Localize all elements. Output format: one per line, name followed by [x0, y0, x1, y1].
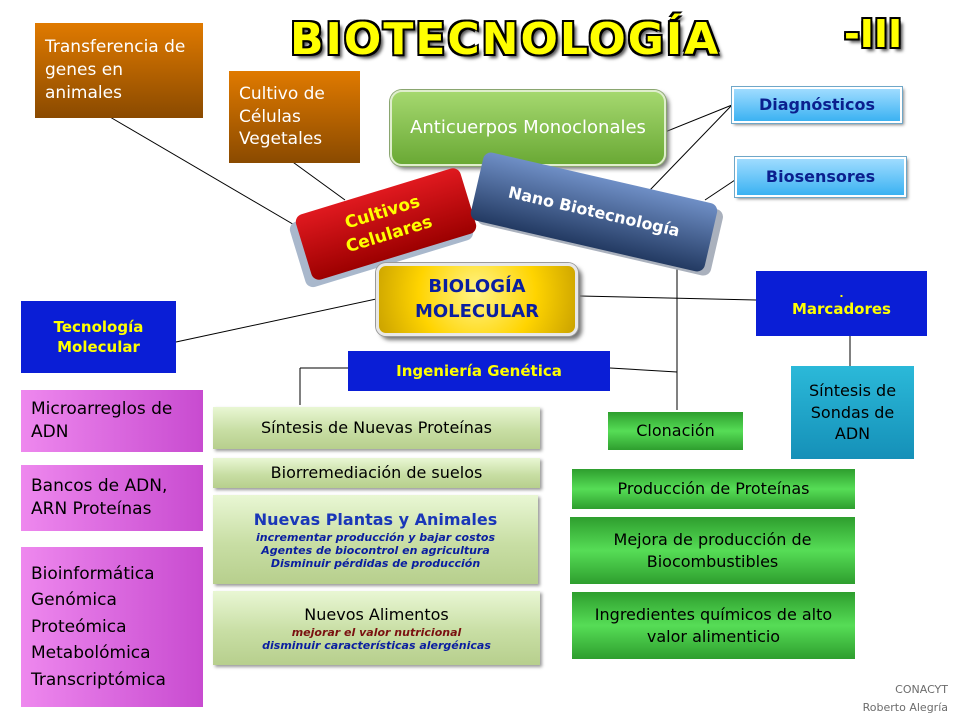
nuevas-plantas-sub: Agentes de biocontrol en agricultura	[261, 543, 490, 557]
omicas-item: Bioinformática	[31, 564, 155, 585]
page-title-suffix: -III	[844, 12, 903, 56]
microarreglos-box: Microarreglos de ADN	[21, 390, 203, 452]
nuevos-alimentos-title: Nuevos Alimentos	[304, 605, 449, 625]
marcadores-box: . Marcadores	[756, 271, 927, 336]
omicas-item: Metabolómica	[31, 643, 151, 664]
credit-org: CONACYT	[895, 683, 948, 696]
nuevas-plantas-title: Nuevas Plantas y Animales	[253, 509, 498, 529]
anticuerpos-monoclonales-box: Anticuerpos Monoclonales	[390, 90, 666, 166]
nuevos-alimentos-box: Nuevos Alimentos mejorar el valor nutric…	[213, 591, 540, 665]
sintesis-proteinas-box: Síntesis de Nuevas Proteínas	[213, 407, 540, 449]
nuevos-alimentos-sub: disminuir características alergénicas	[262, 638, 491, 652]
transferencia-genes-box: Transferencia de genes en animales	[35, 23, 203, 118]
diagnosticos-button: Diagnósticos	[732, 87, 902, 123]
ingredientes-box: Ingredientes químicos de alto valor alim…	[572, 592, 855, 659]
marcadores-dot: .	[839, 286, 844, 300]
produccion-proteinas-box: Producción de Proteínas	[572, 469, 855, 509]
omicas-item: Genómica	[31, 590, 117, 611]
nuevas-plantas-sub: incrementar producción y bajar costos	[255, 530, 496, 544]
omicas-item: Transcriptómica	[31, 669, 166, 690]
omicas-item: Proteómica	[31, 616, 127, 637]
biorremediacion-box: Biorremediación de suelos	[213, 458, 540, 488]
biosensores-button: Biosensores	[735, 157, 906, 197]
marcadores-label: Marcadores	[791, 299, 891, 318]
biologia-molecular-box: BIOLOGÍA MOLECULAR	[376, 263, 578, 336]
nuevas-plantas-sub: Disminuir pérdidas de producción	[270, 556, 481, 570]
nuevos-alimentos-sub: mejorar el valor nutricional	[291, 625, 462, 639]
sintesis-sondas-box: Síntesis de Sondas de ADN	[791, 366, 914, 459]
clonacion-box: Clonación	[608, 412, 743, 450]
tecnologia-molecular-box: Tecnología Molecular	[21, 301, 176, 373]
omicas-box: Bioinformática Genómica Proteómica Metab…	[21, 547, 203, 707]
biocombustibles-box: Mejora de producción de Biocombustibles	[570, 517, 855, 584]
bancos-adn-box: Bancos de ADN, ARN Proteínas	[21, 465, 203, 531]
page-title: BIOTECNOLOGÍA	[290, 14, 721, 65]
nuevas-plantas-box: Nuevas Plantas y Animales incrementar pr…	[213, 495, 538, 584]
cultivo-celulas-vegetales-box: Cultivo de Células Vegetales	[229, 71, 360, 163]
ingenieria-genetica-box: Ingeniería Genética	[348, 351, 610, 391]
credit-author: Roberto Alegría	[862, 701, 948, 714]
